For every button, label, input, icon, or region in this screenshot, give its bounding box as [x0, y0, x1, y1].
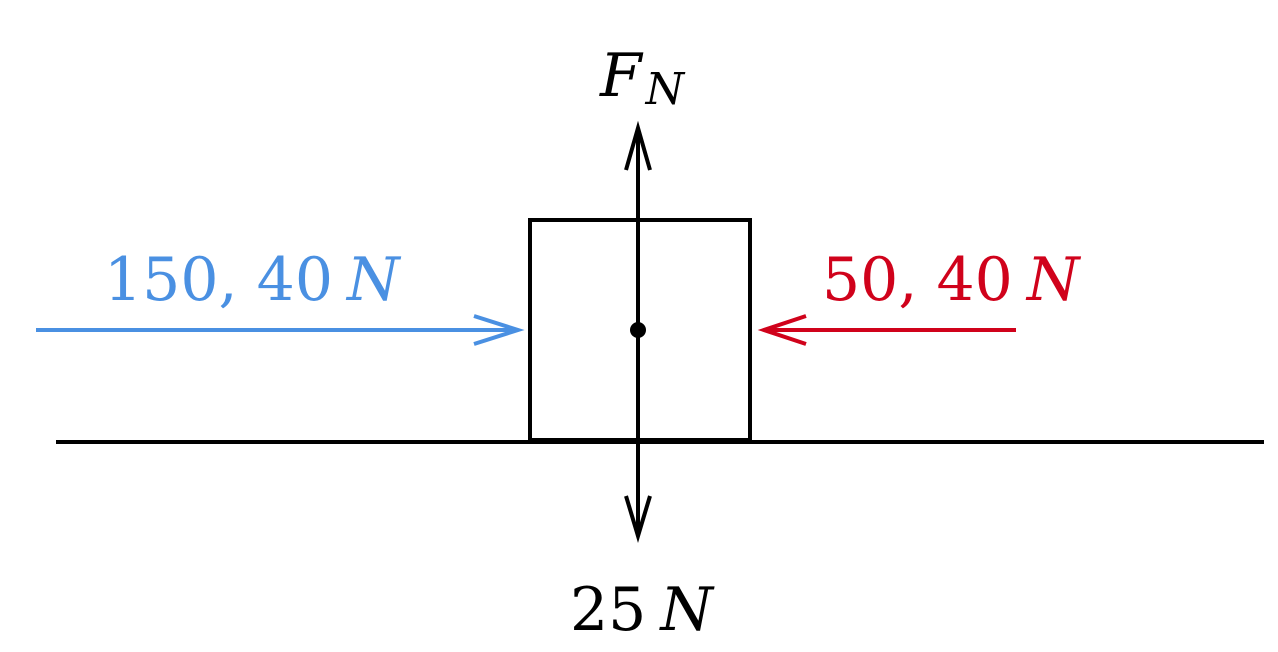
- weight-value: 25: [570, 575, 646, 645]
- left-force-value: 150, 40: [104, 245, 333, 315]
- right-force-unit: N: [1025, 245, 1082, 315]
- right-force-value: 50, 40: [822, 245, 1013, 315]
- left-force-unit: N: [345, 245, 402, 315]
- center-of-mass-dot: [630, 322, 646, 338]
- normal-force-symbol: F: [599, 41, 644, 111]
- right-force-arrow: [757, 314, 1016, 346]
- weight-unit: N: [658, 575, 715, 645]
- normal-force-arrowhead: [624, 120, 652, 171]
- left-force-arrow: [36, 314, 525, 346]
- left-force-arrowhead: [473, 314, 525, 346]
- normal-force-label: FN: [599, 41, 686, 115]
- weight-arrowhead: [624, 495, 652, 543]
- right-force-arrowhead: [757, 314, 807, 346]
- normal-force-subscript: N: [645, 64, 686, 115]
